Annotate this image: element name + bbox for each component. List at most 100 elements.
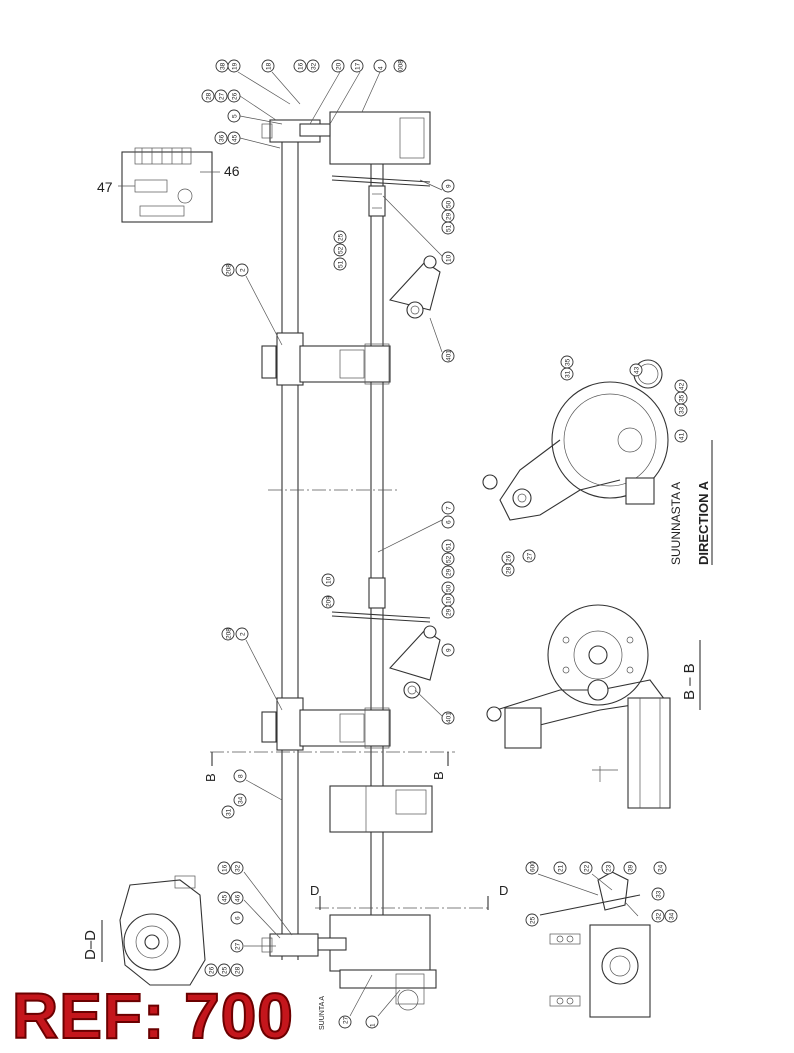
balloon: 36 xyxy=(219,134,226,142)
bearing-block-upper xyxy=(261,332,391,386)
balloon: 27 xyxy=(527,552,534,560)
section-bb-title: B – B xyxy=(681,663,698,700)
bearing-block-lower xyxy=(261,697,391,751)
balloon: 51 xyxy=(338,260,345,268)
balloon: 51 xyxy=(446,542,453,550)
balloon: 208 xyxy=(226,628,233,639)
leaders-low xyxy=(243,779,639,1017)
balloon: 401 xyxy=(446,350,453,361)
balloon: 35 xyxy=(565,358,572,366)
balloon: 9 xyxy=(446,648,453,652)
balloon: 19 xyxy=(232,62,239,70)
direction-a-title-en: DIRECTION A xyxy=(696,480,711,565)
balloon: 31 xyxy=(565,370,572,378)
balloon: 26 xyxy=(209,966,216,974)
balloon: 29 xyxy=(446,608,453,616)
balloon: 52 xyxy=(338,246,345,254)
balloon: 29 xyxy=(446,568,453,576)
balloon: 29 xyxy=(446,212,453,220)
lever-arm-upper xyxy=(388,255,441,319)
balloon: 41 xyxy=(679,432,686,440)
section-bb-view xyxy=(486,604,671,809)
balloon: 42 xyxy=(679,382,686,390)
balloon: 23 xyxy=(606,864,613,872)
balloon: 10 xyxy=(326,576,333,584)
balloon: 28 xyxy=(506,566,513,574)
balloon: 45 xyxy=(232,134,239,142)
balloon: 27 xyxy=(343,1016,350,1024)
balloon: 38 xyxy=(220,62,227,70)
balloon: 600 xyxy=(530,861,537,872)
balloon: 35 xyxy=(679,394,686,402)
balloon: 34 xyxy=(669,912,676,920)
reference-stamp: REF: 700 xyxy=(11,980,294,1052)
coupling-middle xyxy=(331,577,431,623)
balloon: 28 xyxy=(235,966,242,974)
bottom-gearbox xyxy=(261,914,437,1011)
balloon: 25 xyxy=(222,966,229,974)
balloon: 24 xyxy=(658,864,665,872)
section-dd-view xyxy=(119,875,206,986)
balloon-group-mid: 9 51 29 50 10 51 52 25 208 2 401 43 31 3… xyxy=(221,179,688,725)
balloon: 9 xyxy=(446,184,453,188)
balloon: 8 xyxy=(238,774,245,778)
balloon: 10 xyxy=(446,254,453,262)
balloon: 17 xyxy=(355,62,362,70)
section-mark-d-left: D xyxy=(310,883,319,898)
balloon: 25 xyxy=(530,916,537,924)
balloon: 401 xyxy=(446,712,453,723)
section-dd-title: D–D xyxy=(82,930,99,960)
detail-view-bottom-right xyxy=(539,871,651,1018)
balloon: 43 xyxy=(634,366,641,374)
balloon: 31 xyxy=(226,808,233,816)
section-mark-b-right: B xyxy=(431,771,446,780)
balloon: 22 xyxy=(584,864,591,872)
balloon: 32 xyxy=(235,864,242,872)
balloon: 50 xyxy=(446,584,453,592)
leaders-top xyxy=(237,71,381,149)
balloon: 20 xyxy=(336,62,343,70)
balloon: 32 xyxy=(311,62,318,70)
balloon: 6 xyxy=(235,916,242,920)
balloon: 16 xyxy=(222,864,229,872)
balloon: 34 xyxy=(238,796,245,804)
balloon: 45 xyxy=(222,894,229,902)
lever-arm-lower xyxy=(388,625,441,699)
balloon: 26 xyxy=(232,92,239,100)
balloon: 209 xyxy=(326,596,333,607)
balloon: 50 xyxy=(446,200,453,208)
callout-47: 47 xyxy=(97,179,113,195)
balloon: 27 xyxy=(235,942,242,950)
balloon: 5 xyxy=(232,114,239,118)
balloon: 208 xyxy=(226,264,233,275)
coupling-upper xyxy=(368,185,386,217)
balloon: 26 xyxy=(506,554,513,562)
balloon: 46 xyxy=(235,894,242,902)
view-arrow-label: SUUNTA A xyxy=(319,996,326,1030)
balloon: 21 xyxy=(558,864,565,872)
balloon: 2 xyxy=(240,268,247,272)
balloon: 28 xyxy=(206,92,213,100)
balloon: 7 xyxy=(446,506,453,510)
main-shaft-left xyxy=(281,120,299,960)
balloon: 1 xyxy=(370,1023,377,1027)
balloon: 25 xyxy=(338,233,345,241)
middle-gearbox xyxy=(329,785,433,833)
balloon-group-low: 8 31 34 16 32 45 46 6 27 26 25 28 27 1 6… xyxy=(204,769,678,1029)
balloon: 008 xyxy=(398,60,405,71)
direction-a-title-fi: SUUNNASTA A xyxy=(669,482,683,565)
balloon: 33 xyxy=(656,890,663,898)
direction-a-view xyxy=(482,359,669,521)
balloon: 51 xyxy=(446,224,453,232)
balloon: 4 xyxy=(378,66,385,70)
top-gearbox xyxy=(261,111,431,187)
section-mark-b-left: B xyxy=(203,773,218,782)
balloon: 52 xyxy=(446,555,453,563)
callout-46: 46 xyxy=(224,163,240,179)
balloon: 6 xyxy=(446,520,453,524)
main-shaft-right xyxy=(370,140,384,960)
balloon: 39 xyxy=(628,864,635,872)
balloon-group-top: 38 19 18 16 32 20 17 4 008 28 27 26 5 36… xyxy=(201,59,407,145)
balloon: 33 xyxy=(679,406,686,414)
